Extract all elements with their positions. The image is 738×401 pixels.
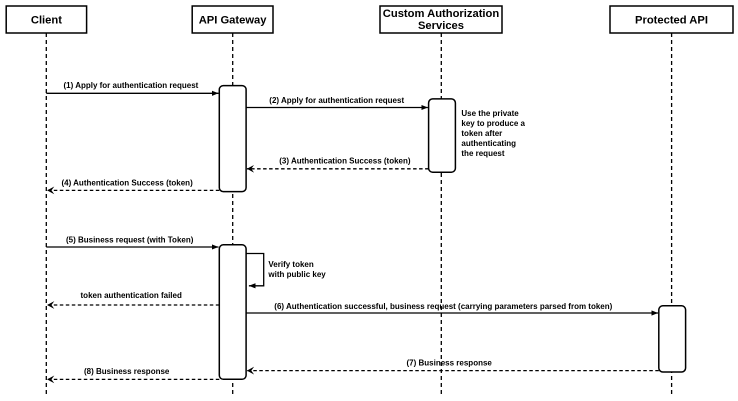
svg-text:(3) Authentication Success (to: (3) Authentication Success (token): [279, 157, 411, 166]
svg-text:Services: Services: [418, 20, 464, 32]
svg-text:(7) Business response: (7) Business response: [407, 358, 493, 367]
svg-text:the request: the request: [461, 149, 504, 158]
svg-text:token after: token after: [461, 129, 502, 138]
svg-text:Client: Client: [31, 15, 62, 27]
svg-text:(5) Business request (with Tok: (5) Business request (with Token): [66, 235, 194, 244]
svg-text:token authentication failed: token authentication failed: [81, 291, 182, 300]
svg-text:(8) Business response: (8) Business response: [84, 367, 170, 376]
svg-text:authenticating: authenticating: [461, 139, 516, 148]
svg-text:Protected API: Protected API: [635, 15, 708, 27]
svg-text:API Gateway: API Gateway: [199, 15, 268, 27]
svg-text:(6) Authentication successful,: (6) Authentication successful, business …: [274, 302, 612, 311]
svg-text:(4) Authentication Success (to: (4) Authentication Success (token): [61, 178, 193, 187]
svg-text:Verify token: Verify token: [268, 260, 313, 269]
svg-text:key to produce a: key to produce a: [461, 119, 525, 128]
svg-text:Custom Authorization: Custom Authorization: [383, 8, 500, 20]
svg-text:Use the private: Use the private: [461, 109, 519, 118]
svg-text:with public key: with public key: [267, 270, 326, 279]
svg-text:(2) Apply for authentication r: (2) Apply for authentication request: [269, 96, 404, 105]
svg-text:(1) Apply for authentication r: (1) Apply for authentication request: [63, 81, 198, 90]
